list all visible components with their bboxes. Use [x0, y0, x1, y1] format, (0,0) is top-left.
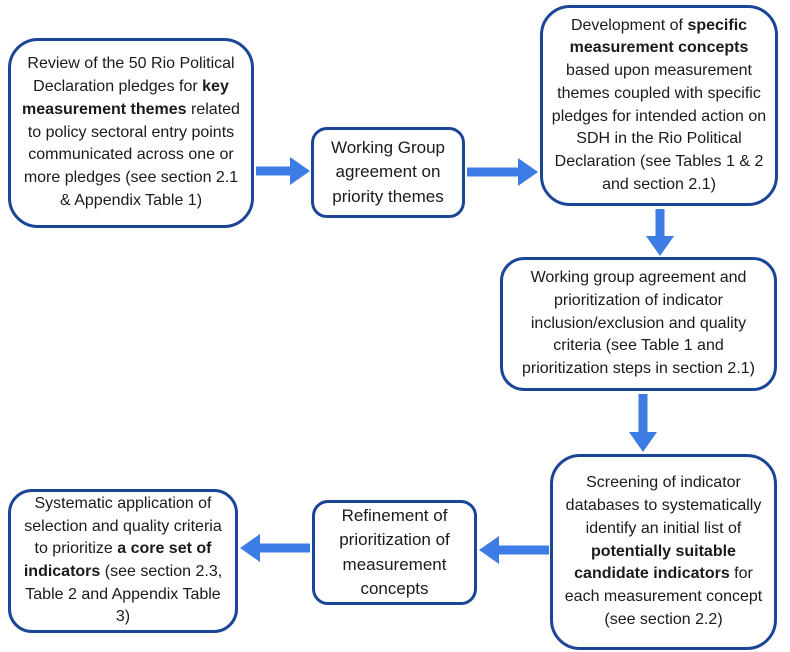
arrow-right-icon: [256, 156, 310, 186]
flow-box-review-pledges: Review of the 50 Rio Political Declarati…: [8, 38, 254, 228]
flow-box-systematic-application-core-set-text: Systematic application of selection and …: [23, 494, 223, 626]
arrow-shaft: [638, 394, 648, 434]
arrow-shaft: [497, 545, 549, 555]
arrow-down-icon: [628, 394, 658, 452]
arrow-left-icon: [240, 533, 310, 563]
flow-box-working-group-prioritization-text: Working group agreement and prioritizati…: [522, 269, 755, 378]
flow-box-review-pledges-text: Review of the 50 Rio Political Declarati…: [22, 55, 240, 209]
arrow-head: [240, 534, 260, 562]
flow-box-working-group-priority-themes: Working Group agreement on priority them…: [311, 127, 465, 218]
flow-box-systematic-application-core-set: Systematic application of selection and …: [8, 489, 238, 633]
arrow-head: [479, 536, 499, 564]
arrow-right-icon: [467, 157, 538, 187]
flow-box-working-group-priority-themes-text: Working Group agreement on priority them…: [330, 138, 445, 206]
arrow-head: [629, 432, 657, 452]
flow-box-screening-indicator-databases-text: Screening of indicator databases to syst…: [564, 474, 763, 628]
flow-box-refinement-measurement-concepts: Refinement of prioritization of measurem…: [312, 500, 477, 605]
flow-box-refinement-measurement-concepts-text: Refinement of prioritization of measurem…: [339, 506, 450, 598]
arrow-head: [290, 157, 310, 185]
flow-box-development-measurement-concepts: Development of specific measurement conc…: [540, 5, 778, 206]
flow-box-screening-indicator-databases: Screening of indicator databases to syst…: [550, 454, 777, 650]
arrow-head: [518, 158, 538, 186]
arrow-shaft: [258, 543, 310, 553]
flow-box-working-group-prioritization: Working group agreement and prioritizati…: [500, 257, 777, 391]
flow-box-development-measurement-concepts-text: Development of specific measurement conc…: [551, 16, 767, 193]
arrow-head: [646, 236, 674, 256]
arrow-shaft: [655, 209, 665, 238]
arrow-down-icon: [645, 209, 675, 256]
arrow-left-icon: [479, 535, 549, 565]
arrow-shaft: [256, 166, 292, 176]
arrow-shaft: [467, 167, 520, 177]
